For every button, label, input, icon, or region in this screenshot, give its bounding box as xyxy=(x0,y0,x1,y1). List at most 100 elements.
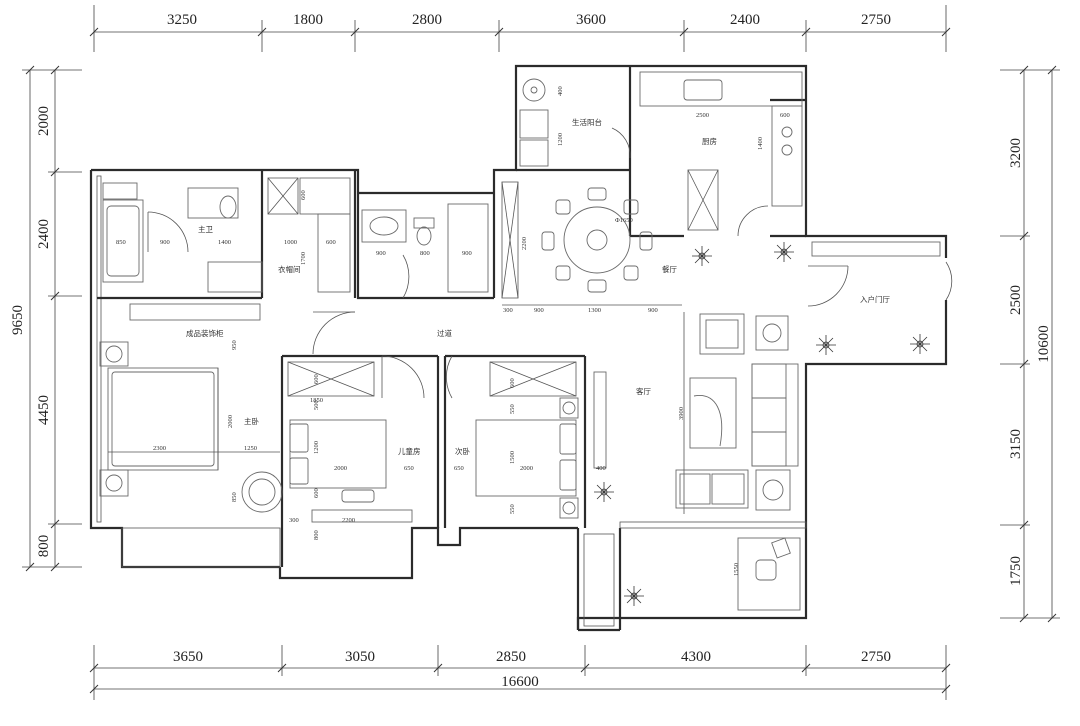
left-dim-3: 4450 xyxy=(36,395,52,425)
room-kitchen: 厨房 xyxy=(702,136,717,146)
kids-room: 600 1850 500 1200 2000 650 600 2200 300 … xyxy=(287,361,421,540)
kid-dim-650: 650 xyxy=(404,465,414,472)
left-dim-2: 2400 xyxy=(36,219,52,249)
wr-dim-1700: 1700 xyxy=(300,252,307,265)
bottom-dim-5: 2750 xyxy=(861,649,891,665)
wr-dim-600b: 600 xyxy=(300,190,307,200)
left-dim-total: 9650 xyxy=(10,305,26,335)
mb-dim-900: 900 xyxy=(160,239,170,246)
room-finished-cabinet: 成品装饰柜 xyxy=(186,328,224,338)
mb-dim-850: 850 xyxy=(116,239,126,246)
top-dimension-chain: 3250 1800 2800 3600 2400 2750 xyxy=(89,5,951,52)
exterior-walls xyxy=(89,64,948,632)
kit-dim-2500: 2500 xyxy=(696,112,709,119)
top-dim-2: 1800 xyxy=(293,12,323,28)
kid-dim-2200: 2200 xyxy=(342,517,355,524)
sec-dim-2000: 2000 xyxy=(520,465,533,472)
dining-area: 2200 Φ1650 餐厅 300 900 1300 900 xyxy=(501,181,682,314)
bottom-dim-4: 4300 xyxy=(681,649,711,665)
balcony-bottom: 1550 xyxy=(583,533,801,627)
sec-dim-550: 550 xyxy=(509,404,516,414)
mbed-dim-2000: 2000 xyxy=(227,415,234,428)
corridor: 过道 xyxy=(437,328,452,338)
master-bedroom: 成品装饰柜 950 2300 1250 2000 850 主卧 xyxy=(99,303,283,568)
mbed-dim-2300: 2300 xyxy=(153,445,166,452)
bottom-dim-3: 2850 xyxy=(496,649,526,665)
util-dim-1200: 1200 xyxy=(557,133,564,146)
sec-dim-600: 600 xyxy=(509,378,516,388)
right-dim-3: 3150 xyxy=(1008,429,1024,459)
din-dim-1650: Φ1650 xyxy=(615,217,633,224)
room-living: 客厅 xyxy=(636,386,651,396)
bal-dim-1550: 1550 xyxy=(733,563,740,576)
right-dim-1: 3200 xyxy=(1008,138,1024,168)
bottom-dim-2: 3050 xyxy=(345,649,375,665)
room-master-bath: 主卫 xyxy=(198,224,213,234)
interior-walls xyxy=(97,98,806,567)
room-dining: 餐厅 xyxy=(662,265,677,274)
mbed-dim-1250: 1250 xyxy=(244,445,257,452)
bottom-dim-total: 16600 xyxy=(501,674,539,690)
kit-dim-600: 600 xyxy=(780,112,790,119)
top-dim-1: 3250 xyxy=(167,12,197,28)
top-dim-4: 3600 xyxy=(576,12,606,28)
right-dimension-chain: 3200 2500 3150 1750 10600 xyxy=(1000,65,1060,623)
room-wardrobe: 衣帽间 xyxy=(278,264,301,274)
row-dim-900a: 900 xyxy=(534,307,544,314)
cab-dim-950: 950 xyxy=(231,340,238,350)
mb-dim-1400: 1400 xyxy=(218,239,231,246)
bath-dim-800: 800 xyxy=(420,250,430,257)
wr-dim-600: 600 xyxy=(326,239,336,246)
kid-dim-1200: 1200 xyxy=(313,441,320,454)
master-bath: 850 900 1400 主卫 xyxy=(102,182,263,293)
row-dim-300: 300 xyxy=(503,307,513,314)
room-kids: 儿童房 xyxy=(398,446,421,456)
second-bath: 900 800 900 xyxy=(361,203,489,293)
util-dim-400: 400 xyxy=(557,86,564,96)
bath-dim-900b: 900 xyxy=(462,250,472,257)
room-utility-balcony: 生活阳台 xyxy=(572,117,602,127)
wr-dim-1000: 1000 xyxy=(284,239,297,246)
kit-dim-1400: 1400 xyxy=(757,137,764,150)
bottom-dim-1: 3650 xyxy=(173,649,203,665)
left-dim-4: 800 xyxy=(36,535,52,558)
sec-dim-550b: 550 xyxy=(509,504,516,514)
kitchen: 2500 600 1400 厨房 xyxy=(639,71,803,231)
kid-dim-600b: 600 xyxy=(313,488,320,498)
row-dim-1300: 1300 xyxy=(588,307,601,314)
second-bedroom: 600 650 550 1500 2000 550 400 次卧 xyxy=(454,361,607,519)
top-dim-5: 2400 xyxy=(730,12,760,28)
right-dim-4: 1750 xyxy=(1008,556,1024,586)
entry-hall: 入户门厅 xyxy=(811,241,941,304)
kid-dim-2000: 2000 xyxy=(334,465,347,472)
wardrobe-room: 1000 600 600 1700 衣帽间 xyxy=(267,177,351,293)
room-second-bedroom: 次卧 xyxy=(455,446,470,456)
kid-dim-300: 300 xyxy=(289,517,299,524)
sec-dim-400: 400 xyxy=(596,465,606,472)
kid-dim-500: 500 xyxy=(313,400,320,410)
din-dim-2200: 2200 xyxy=(521,237,528,250)
right-dim-total: 10600 xyxy=(1036,325,1052,363)
room-corridor: 过道 xyxy=(437,328,452,338)
liv-dim-3900: 3900 xyxy=(678,407,685,420)
bottom-dimension-chain: 3650 3050 2850 4300 2750 16600 xyxy=(89,645,951,700)
living-room: 3900 客厅 xyxy=(619,312,807,529)
top-dim-6: 2750 xyxy=(861,12,891,28)
doors xyxy=(147,127,953,399)
kid-dim-600: 600 xyxy=(313,374,320,384)
sec-dim-1500: 1500 xyxy=(509,451,516,464)
mbed-dim-850: 850 xyxy=(231,492,238,502)
row-dim-900b: 900 xyxy=(648,307,658,314)
kid-dim-1850: 1850 xyxy=(310,397,323,404)
right-dim-2: 2500 xyxy=(1008,285,1024,315)
room-entry-hall: 入户门厅 xyxy=(860,294,890,304)
left-dimension-chain: 2000 2400 4450 800 9650 xyxy=(10,65,82,572)
kid-dim-800: 800 xyxy=(313,530,320,540)
room-master-bedroom: 主卧 xyxy=(244,416,259,426)
left-dim-1: 2000 xyxy=(36,106,52,136)
sec-dim-650: 650 xyxy=(454,465,464,472)
top-dim-3: 2800 xyxy=(412,12,442,28)
bath-dim-900a: 900 xyxy=(376,250,386,257)
plant-icon xyxy=(594,242,930,606)
